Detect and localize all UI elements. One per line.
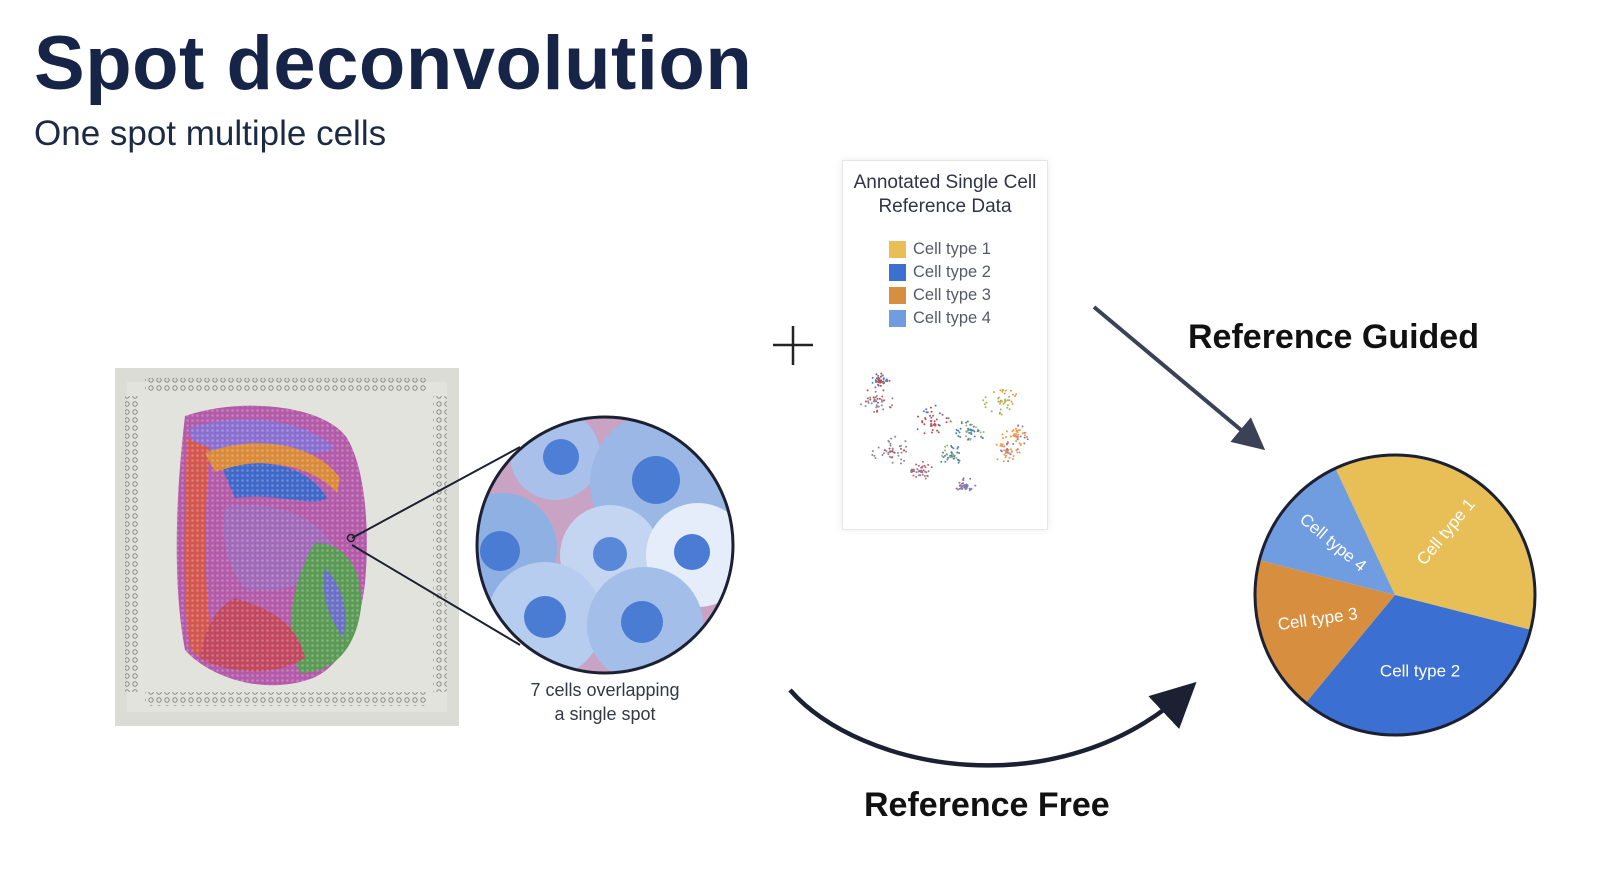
legend-swatch <box>889 310 906 327</box>
reference-free-label: Reference Free <box>864 786 1110 824</box>
tissue-section-graphic <box>125 378 447 712</box>
cell-nucleus <box>543 439 579 475</box>
legend-swatch <box>889 264 906 281</box>
reference-free-arrow <box>788 681 1197 768</box>
zoom-connector-bottom <box>351 544 521 646</box>
legend-item: Cell type 4 <box>889 307 991 330</box>
cell-nucleus <box>674 534 710 570</box>
cell-type-legend: Cell type 1 Cell type 2 Cell type 3 Cell ty… <box>889 238 991 330</box>
reference-guided-label: Reference Guided <box>1188 318 1479 356</box>
cell-nucleus <box>632 456 680 504</box>
legend-item: Cell type 3 <box>889 284 991 307</box>
reference-card-title-line1: Annotated Single Cell <box>853 172 1037 193</box>
legend-swatch <box>889 287 906 304</box>
spot-caption: 7 cells overlapping a single spot <box>500 678 710 726</box>
zoom-connector-top <box>351 446 521 539</box>
legend-item: Cell type 1 <box>889 238 991 261</box>
reference-data-card: Annotated Single Cell Reference Data Cel… <box>842 160 1048 530</box>
legend-label: Cell type 2 <box>913 263 991 281</box>
tissue-section-image <box>115 368 459 726</box>
umap-scatter <box>859 372 1029 492</box>
pie-slice-label: Cell type 2 <box>1380 662 1460 681</box>
legend-label: Cell type 3 <box>913 286 991 304</box>
spot-zoom-circle <box>477 417 733 673</box>
cell-nucleus <box>621 601 663 643</box>
reference-card-title-line2: Reference Data <box>878 196 1012 217</box>
legend-item: Cell type 2 <box>889 261 991 284</box>
pie-slice <box>1335 454 1535 630</box>
pie-slice <box>1255 560 1395 703</box>
spot-caption-line1: 7 cells overlapping <box>530 680 680 700</box>
slide-title: Spot deconvolution <box>34 21 753 106</box>
pie-slice <box>1305 595 1531 735</box>
spot-caption-line2: a single spot <box>554 704 656 724</box>
legend-label: Cell type 1 <box>913 240 991 258</box>
legend-label: Cell type 4 <box>913 309 991 327</box>
cell-nucleus <box>524 596 566 638</box>
pie-outline <box>1253 453 1537 737</box>
slide-subtitle: One spot multiple cells <box>34 114 387 153</box>
cell-nucleus <box>480 531 520 571</box>
plus-icon <box>773 326 813 365</box>
cell-nucleus <box>593 537 627 571</box>
legend-swatch <box>889 241 906 258</box>
reference-card-title: Annotated Single Cell Reference Data <box>843 171 1047 219</box>
reference-guided-arrow <box>1092 305 1266 451</box>
